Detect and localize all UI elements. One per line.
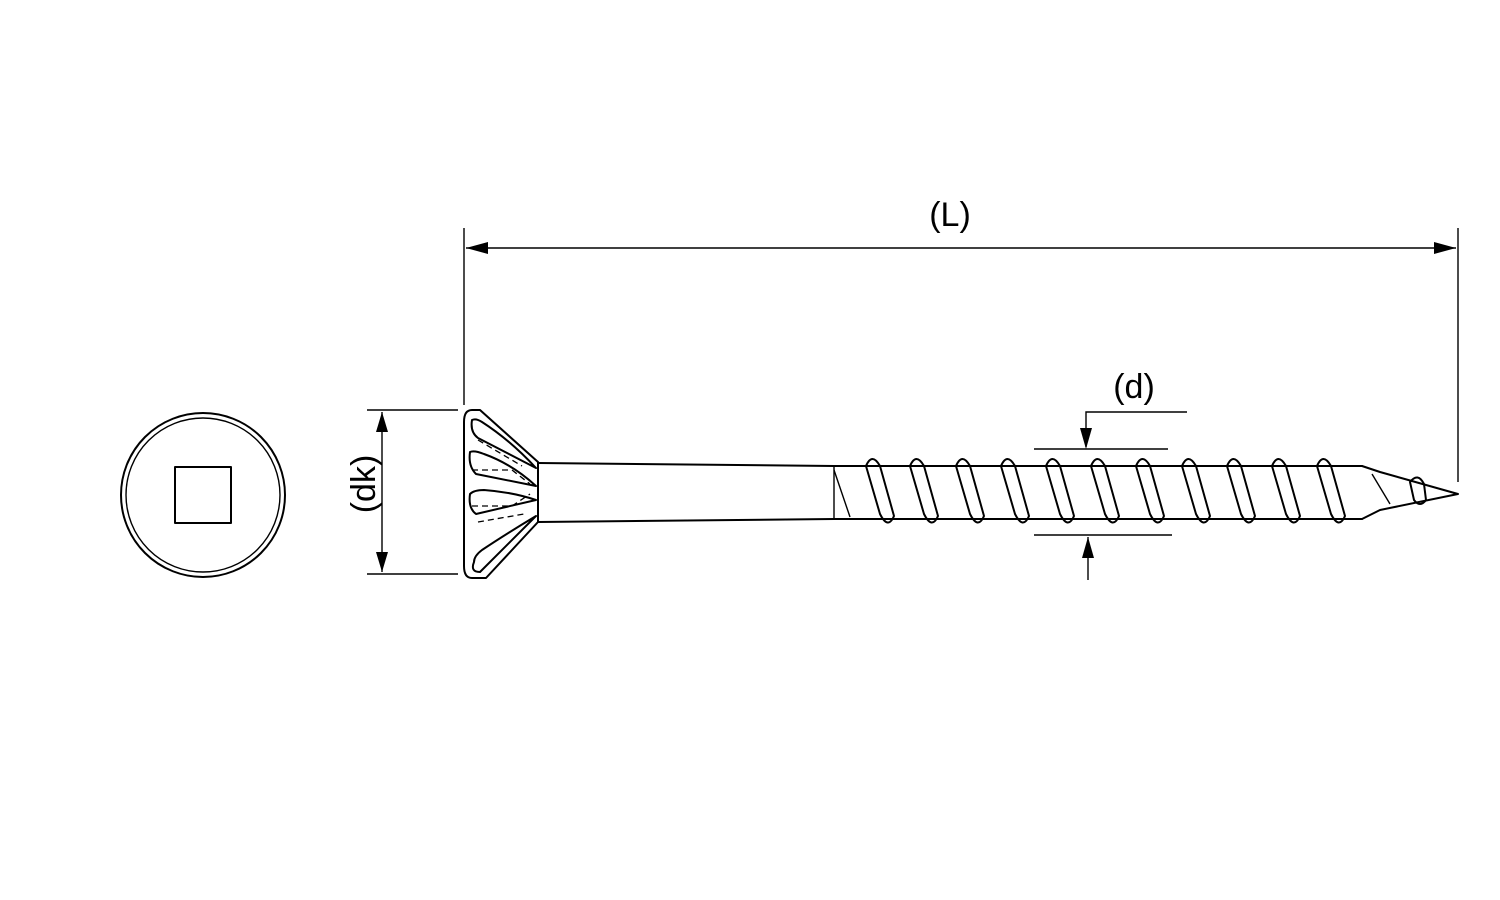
tip-thread-line (1371, 473, 1391, 505)
dk-arrow-bottom (376, 552, 388, 572)
shank-thread-transition (833, 469, 851, 518)
head-outer-circle (120, 412, 286, 578)
l-arrow-right (1434, 242, 1456, 254)
head-ribs (468, 418, 537, 573)
head-rib (468, 489, 537, 515)
head-rib (471, 515, 537, 573)
head-rib (470, 418, 537, 469)
shank-top-edge (537, 462, 835, 467)
head-hidden-line (477, 439, 523, 467)
head-hidden-line (472, 493, 531, 507)
thread-turn (1045, 458, 1075, 524)
thread-turn (1316, 458, 1346, 524)
l-arrow-left (466, 242, 488, 254)
thread-turn (1181, 458, 1211, 524)
d-arrow-bottom (1082, 537, 1094, 558)
diameter-dimension: (d) (1034, 368, 1187, 580)
shank-bottom-edge (537, 518, 835, 523)
thread-turn (1271, 458, 1301, 524)
head-rib (468, 450, 537, 487)
screw-thread (833, 458, 1363, 524)
d-arrow-top (1080, 428, 1092, 449)
head-top-view (120, 412, 286, 578)
screw-point (1361, 465, 1459, 520)
screw-shank (537, 462, 851, 523)
head-hidden-line (472, 469, 531, 485)
thread-turn (1090, 458, 1120, 524)
head-diameter-dimension: (dk) (345, 409, 458, 575)
thread-turn (955, 458, 985, 524)
thread-turn (1226, 458, 1256, 524)
length-dimension: (L) (463, 196, 1459, 482)
square-drive-recess (174, 466, 232, 524)
screw-head (463, 409, 539, 579)
screw-side-view (463, 409, 1459, 579)
thread-turn (1000, 458, 1030, 524)
thread-turn (865, 458, 895, 524)
head-hidden-line (477, 513, 525, 523)
screw-tip (1361, 465, 1459, 520)
tip-thread-turn (1409, 476, 1427, 505)
length-label: (L) (929, 196, 971, 234)
head-inner-circle (125, 417, 281, 573)
dk-arrow-top (376, 412, 388, 432)
thread-turn (909, 458, 939, 524)
diameter-label: (d) (1113, 368, 1155, 406)
d-leader-top (1085, 411, 1187, 447)
head-diameter-label: (dk) (345, 455, 383, 514)
thread-turn (1135, 458, 1165, 524)
